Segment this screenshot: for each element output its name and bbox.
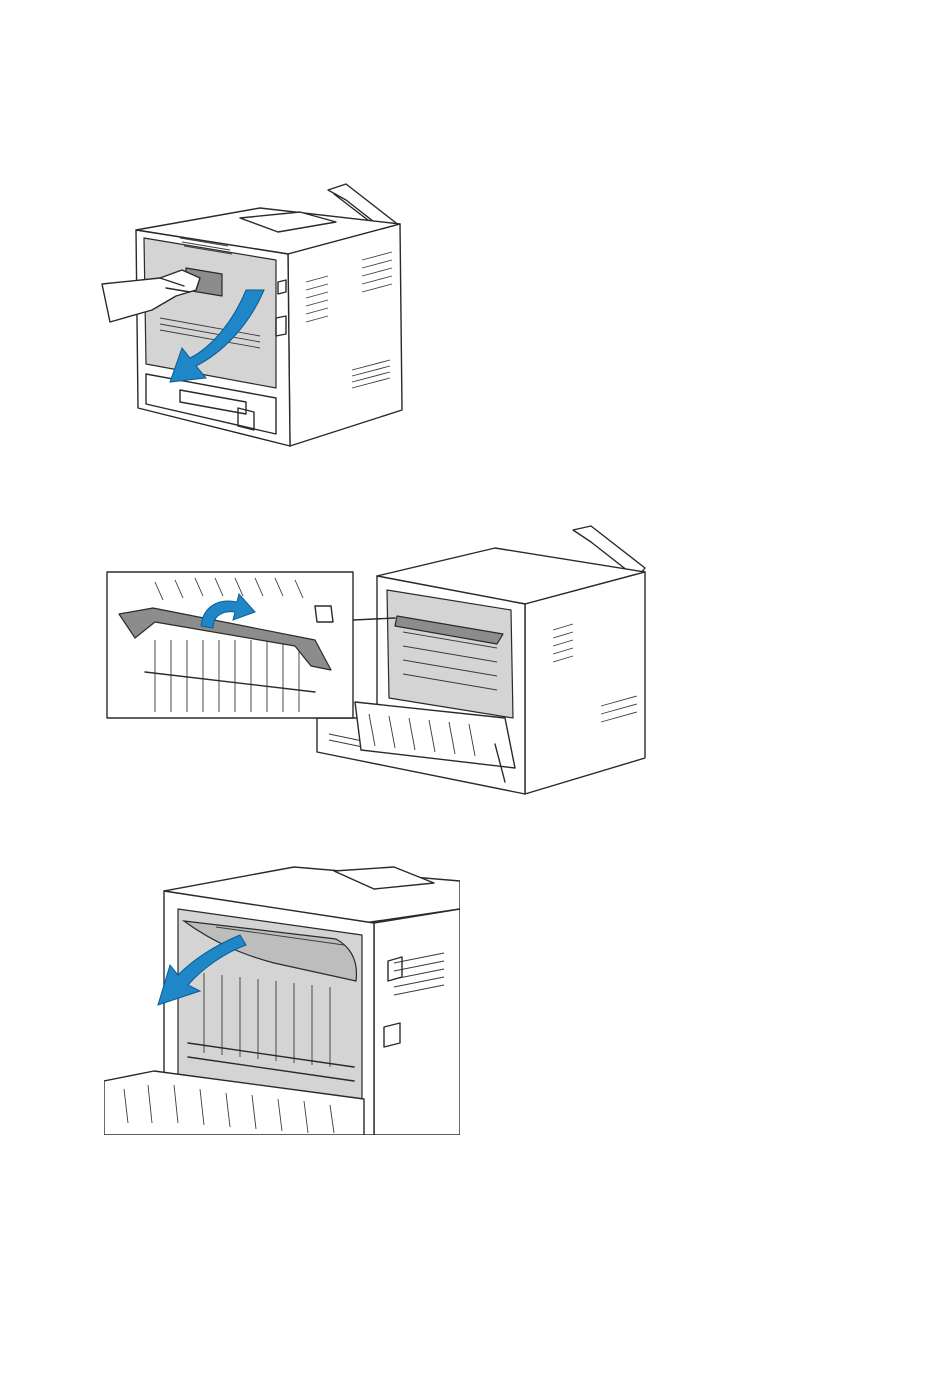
figure-raise-fuser-guide [105,522,650,797]
jammed-paper-removal-illustration [104,853,460,1135]
fuser-guide-lift-illustration [105,522,650,797]
figure-remove-jammed-paper [104,853,460,1135]
printer-rear-door-open-illustration [100,178,410,453]
figure-open-rear-door [100,178,410,453]
